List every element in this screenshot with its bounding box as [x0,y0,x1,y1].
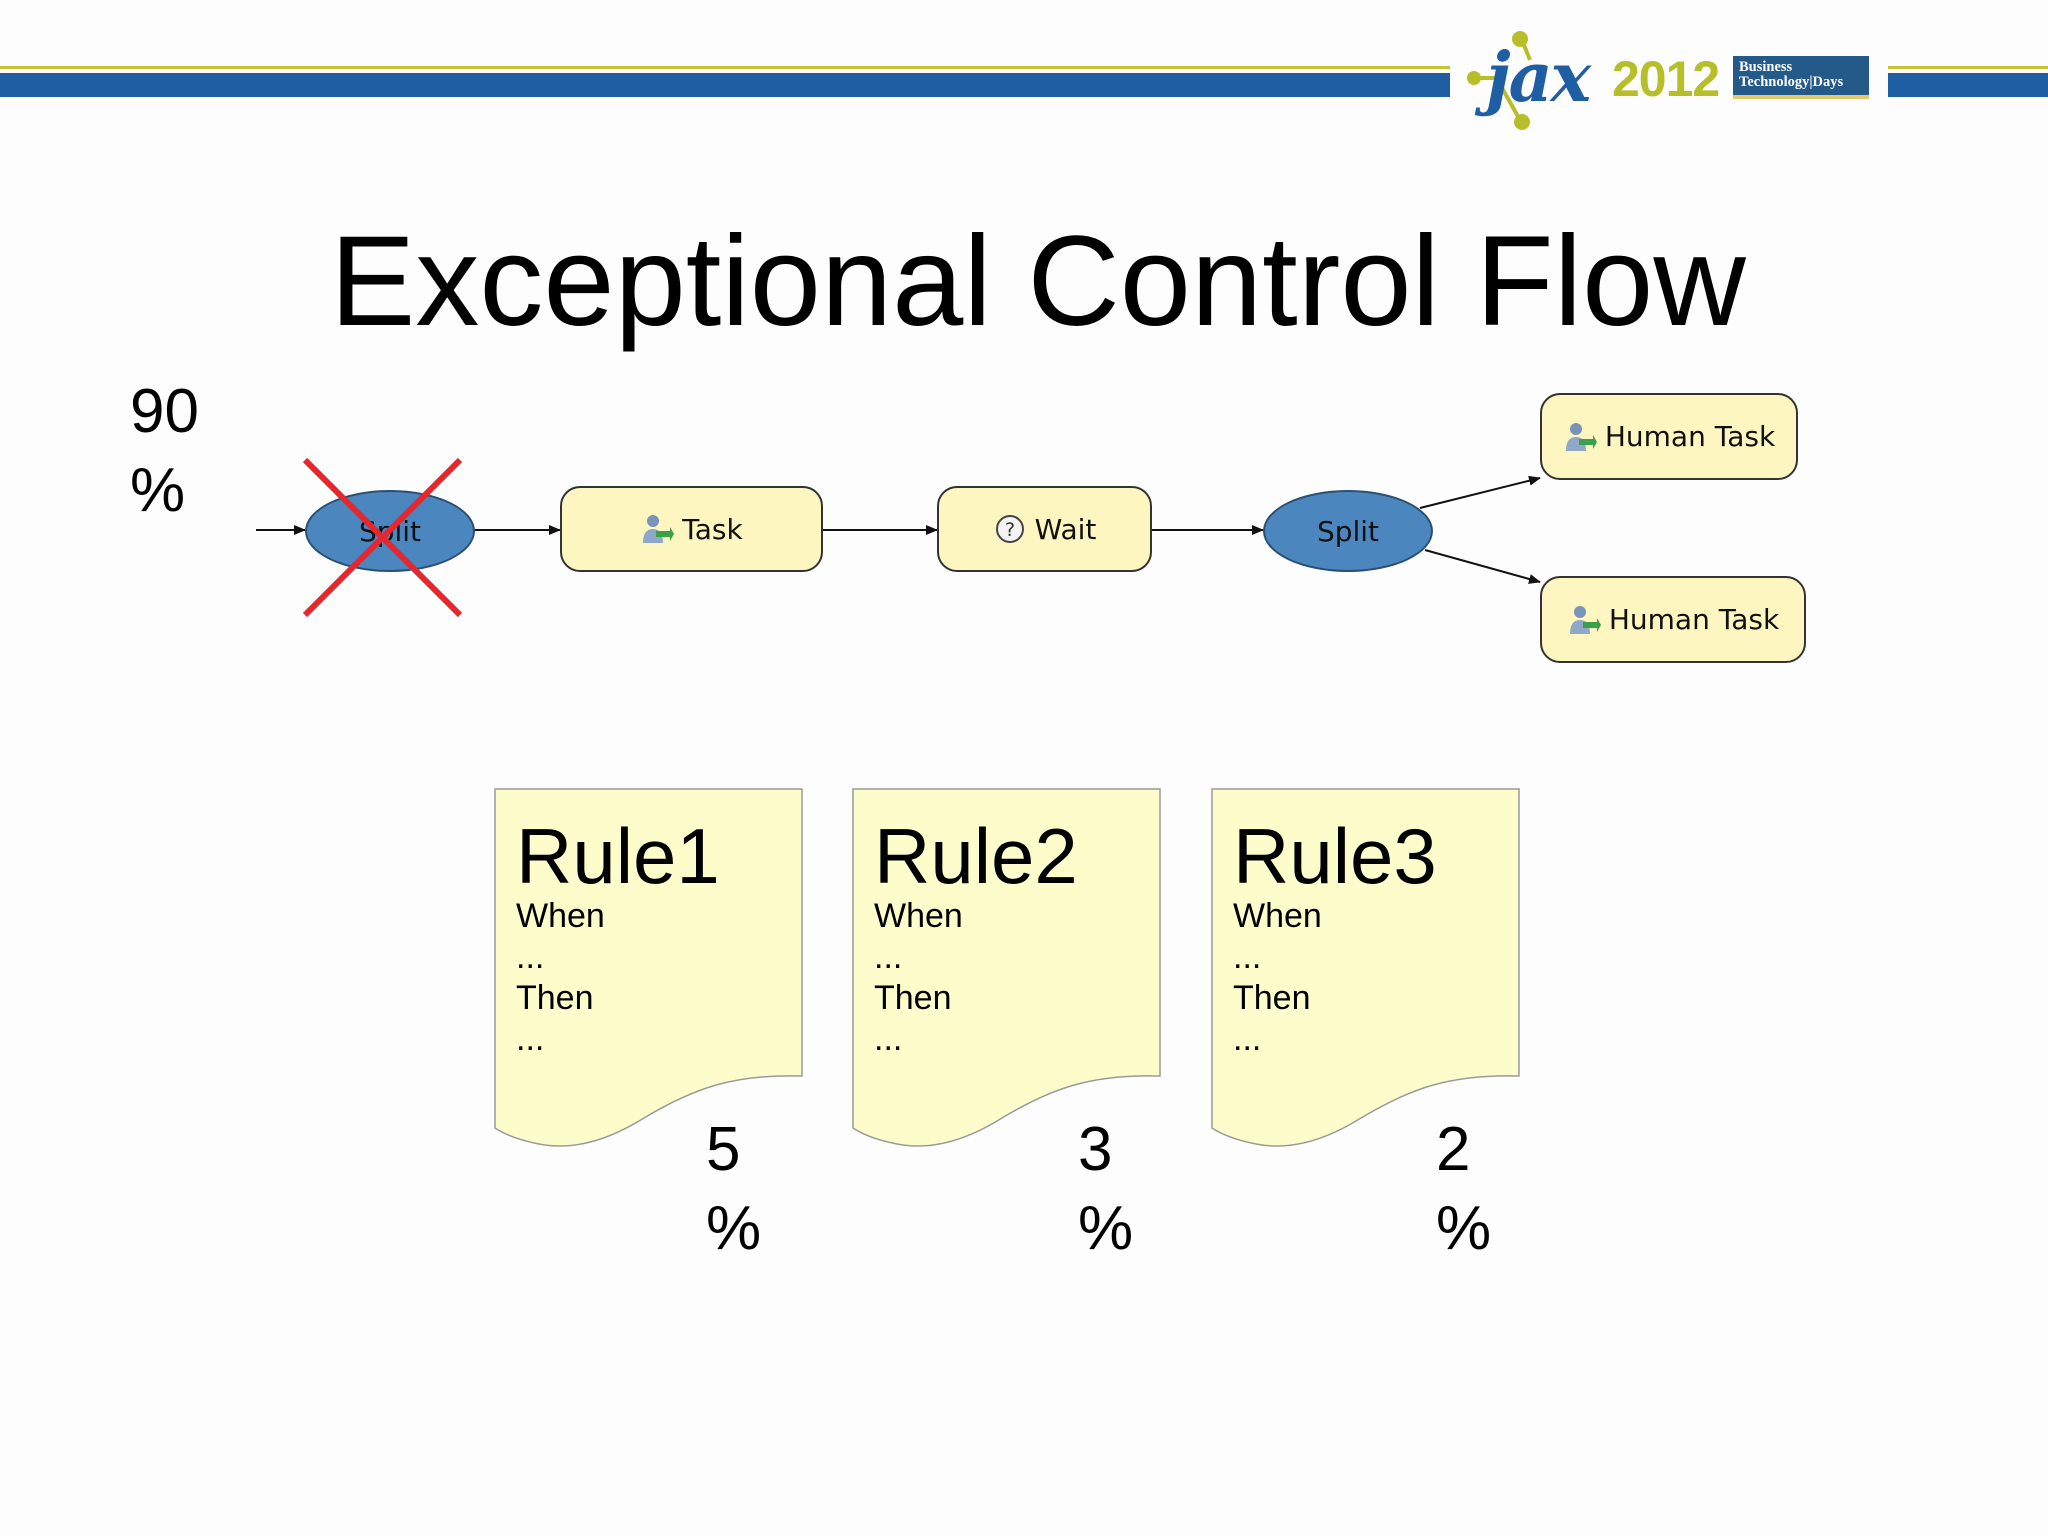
human-task-node-1[interactable]: Human Task [1540,393,1798,480]
rule3-document-shape [1211,788,1520,1147]
business-technology-days-badge: Business Technology|Days [1733,56,1869,99]
rule2-document-shape [852,788,1161,1147]
rule1-title: Rule1 [516,812,720,900]
split-node[interactable]: Split [1263,490,1433,572]
wait-node[interactable]: ? Wait [937,486,1152,572]
task-icon [643,515,675,543]
header-bar-right [1888,73,2048,97]
rule1-card[interactable]: Rule1 When ... Then ... [516,816,796,1060]
badge-line2: Technology|Days [1739,74,1844,90]
rule1-document-shape [494,788,803,1147]
task-node-label: Task [682,512,743,546]
rule2-dots-when: ... [874,938,903,976]
flow-percent-symbol: % [130,456,186,525]
rule2-when: When [874,897,963,935]
rule3-percent-value: 2 [1436,1115,1471,1184]
rule1-percent: 5 % [706,1110,761,1268]
rule2-percent-symbol: % [1078,1194,1134,1263]
cross-out-icon [302,457,463,618]
split-node-label: Split [1316,514,1380,548]
rule2-percent: 3 % [1078,1110,1133,1268]
rule2-dots-then: ... [874,1020,903,1058]
badge-line1: Business [1739,59,1793,75]
rule1-dots-when: ... [516,938,545,976]
connector-split-human2 [1424,549,1541,584]
flow-percent-value: 90 [130,377,199,446]
logo-brand: jax [1486,38,1591,118]
header-accent-line-right [1888,66,2048,69]
header-accent-line [0,66,1450,69]
human-task-node-2-label: Human Task [1608,603,1780,636]
human-task-icon [1569,605,1601,634]
help-circle-icon: ? [995,515,1024,543]
rule3-dots-when: ... [1233,938,1262,976]
connector-split-human1 [1419,475,1541,509]
wait-node-label: Wait [1034,512,1097,546]
rule3-when: When [1233,897,1322,935]
rule3-dots-then: ... [1233,1020,1262,1058]
rule2-percent-value: 3 [1078,1115,1113,1184]
rule3-then: Then [1233,979,1311,1017]
flow-percent: 90 % [130,372,199,530]
rule3-percent-symbol: % [1436,1194,1492,1263]
svg-text:?: ? [1005,519,1015,541]
rule1-then: Then [516,979,594,1017]
rule2-title: Rule2 [874,812,1078,900]
human-task-icon [1565,422,1597,451]
rule2-card[interactable]: Rule2 When ... Then ... [874,816,1154,1060]
rule3-card[interactable]: Rule3 When ... Then ... [1233,816,1513,1060]
rule1-dots-then: ... [516,1020,545,1058]
slide-title: Exceptional Control Flow [330,210,1746,353]
header-bar-left [0,73,1450,97]
human-task-node-2[interactable]: Human Task [1540,576,1806,663]
human-task-node-1-label: Human Task [1604,420,1776,453]
rule1-percent-value: 5 [706,1115,741,1184]
rule1-when: When [516,897,605,935]
rule3-percent: 2 % [1436,1110,1491,1268]
task-node[interactable]: Task [560,486,823,572]
logo-year: 2012 [1612,51,1720,107]
molecule-icon [1467,31,1532,130]
rule1-percent-symbol: % [706,1194,762,1263]
jax-logo: jax 2012 [1462,30,1722,130]
rule2-then: Then [874,979,952,1017]
rule3-title: Rule3 [1233,812,1437,900]
flow-connectors [256,475,1541,584]
